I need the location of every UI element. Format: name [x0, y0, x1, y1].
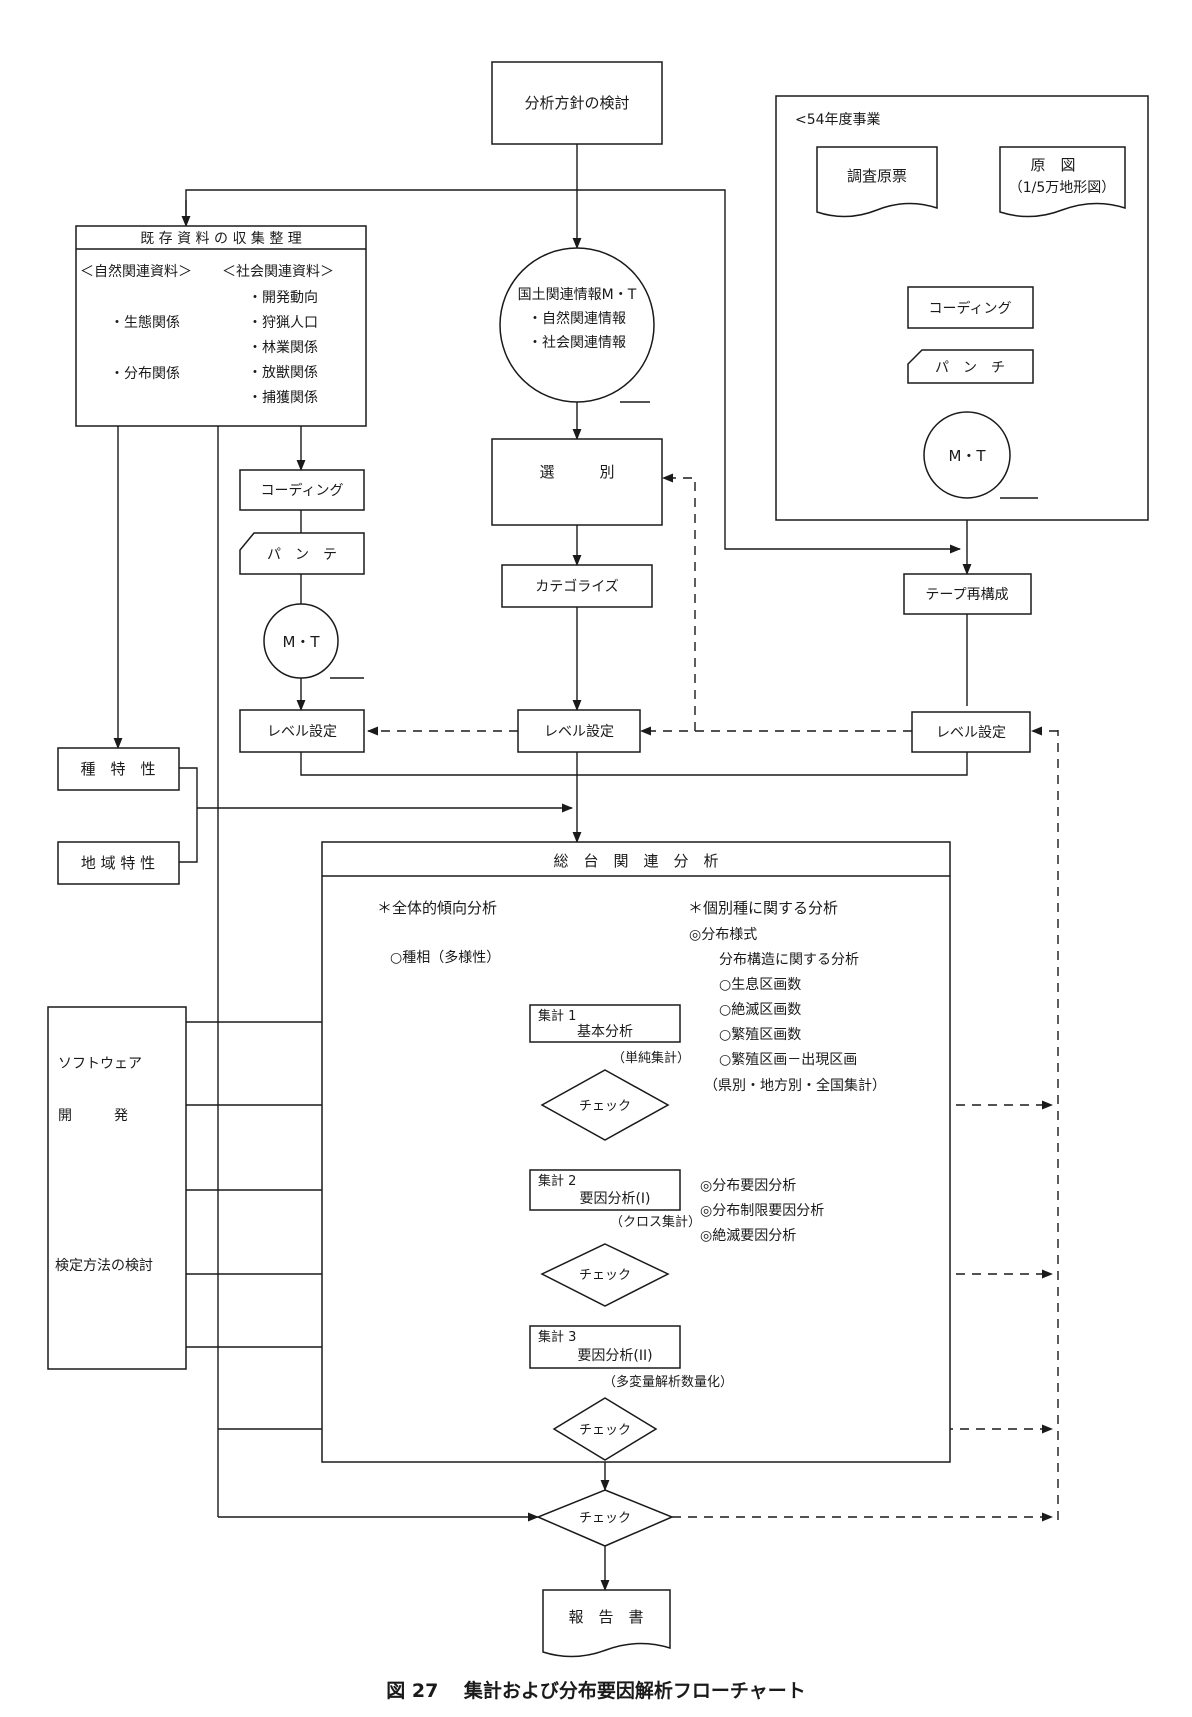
punch-left-label: パ ン テ: [267, 547, 337, 563]
check1-diamond: [540, 1069, 670, 1141]
level-center-label: レベル設定: [544, 724, 614, 740]
species-char-box: [57, 747, 180, 791]
region-char-box: [57, 841, 180, 885]
survey-sheet-label: 調査原票: [847, 167, 907, 185]
mt-left-tape: [263, 603, 339, 679]
species-char-label: 種 特 性: [80, 760, 155, 778]
base-map-label-2: （1/5万地形図）: [1009, 180, 1116, 196]
software-label-2: 開 発: [58, 1108, 128, 1124]
comprehensive-title: 総 台 関 連 分 析: [553, 852, 718, 870]
tape-reconfig-label: テープ再構成: [925, 587, 1008, 603]
test-method-label: 検定方法の検討: [55, 1258, 153, 1274]
check4-diamond: [536, 1489, 674, 1547]
categorize-box: [501, 564, 653, 608]
check2-label: チェック: [579, 1268, 631, 1283]
base-map-label-1: 原 図: [1030, 156, 1075, 174]
individual-item-5: ○繁殖区画－出現区画: [719, 1051, 857, 1068]
social-item-2: ・林業関係: [248, 340, 318, 356]
agg2-item-0: ◎分布要因分析: [700, 1178, 796, 1194]
overall-analysis: ＊全体的傾向分析: [377, 899, 497, 917]
check3-label: チェック: [579, 1423, 631, 1438]
natural-item-1: ・分布関係: [110, 366, 180, 382]
agg3-box: [529, 1325, 681, 1369]
agg1-label-1: 基本分析: [577, 1023, 633, 1040]
level-right-box: [911, 711, 1031, 753]
agg3-note: （多変量解析数量化）: [603, 1374, 733, 1390]
social-item-4: ・捕獲関係: [248, 390, 318, 406]
agg1-label-0: 集計 1: [538, 1008, 576, 1024]
natural-header: ＜自然関連資料＞: [80, 263, 192, 280]
species-phase: ○種相（多様性）: [390, 949, 500, 966]
existing-title: 既 存 資 料 の 収 集 整 理: [140, 230, 302, 247]
agg1-box: [529, 1004, 681, 1043]
national-mt-tape: [499, 247, 655, 403]
punch-right-card: [907, 349, 1034, 384]
project54-label: <54年度事業: [795, 112, 881, 128]
social-header: ＜社会関連資料＞: [222, 264, 334, 280]
edge-species-region: [179, 767, 198, 863]
punch-left-card: [239, 532, 365, 575]
base-map-doc: [999, 146, 1126, 218]
individual-item-6: （県別・地方別・全国集計）: [704, 1077, 886, 1094]
dash-center-to-selection: [661, 473, 696, 731]
existing-box: [75, 225, 367, 427]
national-info-0: 国土関連情報M・T: [518, 287, 637, 303]
policy-label: 分析方針の検討: [524, 94, 629, 112]
mt-right-tape: [923, 411, 1011, 499]
coding-left-box: [239, 469, 365, 511]
agg2-box: [529, 1169, 681, 1211]
categorize-label: カテゴライズ: [535, 578, 619, 595]
level-left-box: [239, 709, 365, 753]
natural-item-0: ・生態関係: [110, 315, 180, 331]
survey-sheet-doc: [816, 146, 938, 218]
check2-diamond: [540, 1243, 670, 1307]
report-doc: [542, 1589, 671, 1658]
agg3-label-1: 要因分析(II): [577, 1348, 652, 1364]
individual-analysis: ＊個別種に関する分析: [688, 899, 838, 917]
policy-box: [491, 61, 663, 145]
check4-label: チェック: [579, 1511, 631, 1526]
mt-right-label: M・T: [948, 447, 986, 465]
punch-right-label: パ ン チ: [935, 360, 1005, 376]
national-info-1: ・自然関連情報: [528, 310, 626, 327]
social-item-1: ・狩猟人口: [248, 315, 318, 331]
agg1-note: （単純集計）: [612, 1050, 690, 1066]
agg2-label-1: 要因分析(I): [579, 1191, 650, 1207]
software-box: [47, 1006, 187, 1370]
coding-right-label: コーディング: [928, 300, 1011, 317]
check1-label: チェック: [579, 1099, 631, 1114]
social-item-3: ・放獣関係: [248, 365, 318, 381]
individual-item-3: ○絶滅区画数: [719, 1002, 801, 1018]
agg2-note: （クロス集計）: [610, 1214, 701, 1230]
tape-reconfig-box: [903, 573, 1032, 615]
coding-right-box: [907, 286, 1034, 329]
mt-left-label: M・T: [282, 633, 320, 651]
selection-label: 選 別: [539, 463, 614, 481]
coding-left-label: コーディング: [260, 482, 343, 499]
individual-item-2: ○生息区画数: [719, 976, 801, 993]
report-label: 報 告 書: [568, 1608, 643, 1626]
agg2-item-1: ◎分布制限要因分析: [700, 1203, 824, 1219]
individual-item-0: ◎分布様式: [689, 927, 757, 943]
level-right-label: レベル設定: [936, 725, 1006, 741]
level-left-label: レベル設定: [267, 724, 337, 740]
agg3-label-0: 集計 3: [538, 1329, 576, 1345]
level-center-box: [517, 709, 641, 753]
individual-item-4: ○繁殖区画数: [719, 1026, 801, 1043]
figure-caption: 図 27 集計および分布要因解析フローチャート: [386, 1679, 805, 1702]
software-label-1: ソフトウェア: [58, 1056, 142, 1072]
selection-box: [491, 438, 663, 526]
edge-level-merge: [300, 752, 968, 776]
agg2-label-0: 集計 2: [538, 1173, 576, 1189]
agg2-item-2: ◎絶滅要因分析: [700, 1228, 796, 1244]
comprehensive-frame: [321, 841, 951, 1463]
social-item-0: ・開発動向: [248, 290, 318, 306]
national-info-2: ・社会関連情報: [528, 335, 626, 351]
check3-diamond: [552, 1397, 658, 1461]
region-char-label: 地 域 特 性: [81, 854, 155, 872]
individual-item-1: 分布構造に関する分析: [719, 952, 859, 968]
